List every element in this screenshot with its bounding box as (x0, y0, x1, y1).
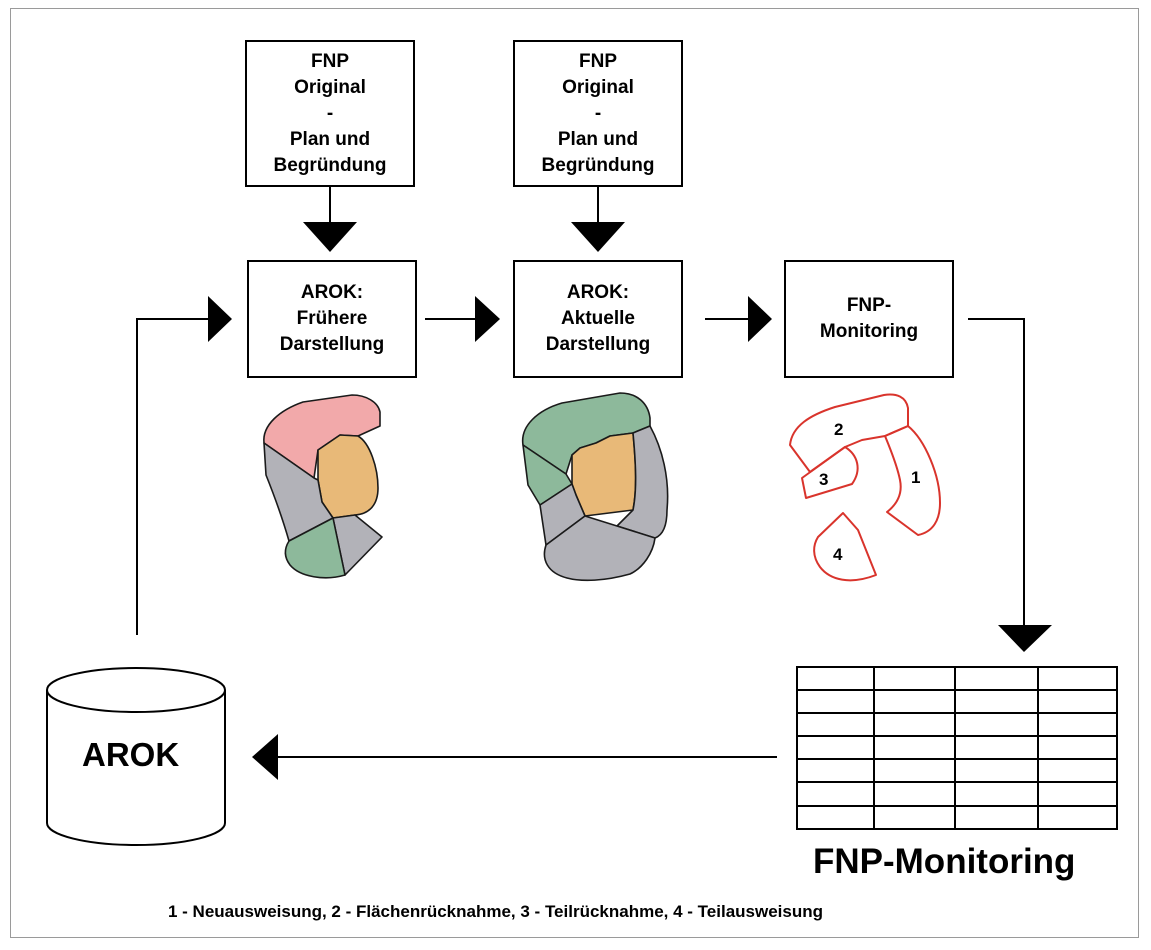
arrow-fnp2-to-arok-aktuelle (571, 187, 625, 252)
fnp-original-box-2-label: FNP Original - Plan und Begründung (541, 50, 655, 176)
monitoring-table (796, 666, 1118, 830)
arrow-table-to-db (252, 734, 777, 780)
arok-database-label: AROK (82, 736, 180, 773)
arrow-fnp1-to-arok-fruehere (303, 187, 357, 252)
arrow-monitoring-to-table (968, 318, 1052, 652)
monitoring-area-4: 4 (833, 545, 843, 564)
fnp-monitoring-table-caption: FNP-Monitoring (813, 842, 1076, 881)
arok-aktuelle-box: AROK: Aktuelle Darstellung (513, 260, 683, 378)
arok-database-icon (46, 667, 226, 846)
legend: 1 - Neuausweisung, 2 - Flächenrücknahme,… (168, 902, 823, 921)
arok-aktuelle-label: AROK: Aktuelle Darstellung (545, 282, 651, 355)
arok-fruehere-label: AROK: Frühere Darstellung (279, 282, 385, 355)
fnp-monitoring-box-label: FNP- Monitoring (819, 295, 919, 342)
fnp-original-box-2: FNP Original - Plan und Begründung (513, 40, 683, 187)
arrow-fruehere-to-aktuelle (425, 296, 500, 342)
arok-fruehere-box: AROK: Frühere Darstellung (247, 260, 417, 378)
map-aktuelle-darstellung (521, 392, 669, 582)
fnp-original-box-1-label: FNP Original - Plan und Begründung (273, 50, 387, 176)
arrow-aktuelle-to-monitoring (705, 296, 772, 342)
map-fnp-monitoring (789, 393, 941, 582)
monitoring-area-2: 2 (834, 420, 844, 439)
monitoring-area-1: 1 (911, 468, 921, 487)
diagram-frame (10, 8, 1139, 938)
arrow-db-to-arok-fruehere (136, 296, 232, 635)
fnp-original-box-1: FNP Original - Plan und Begründung (245, 40, 415, 187)
map-fruehere-darstellung (263, 394, 383, 579)
fnp-monitoring-box: FNP- Monitoring (784, 260, 954, 378)
monitoring-area-3: 3 (819, 470, 829, 489)
